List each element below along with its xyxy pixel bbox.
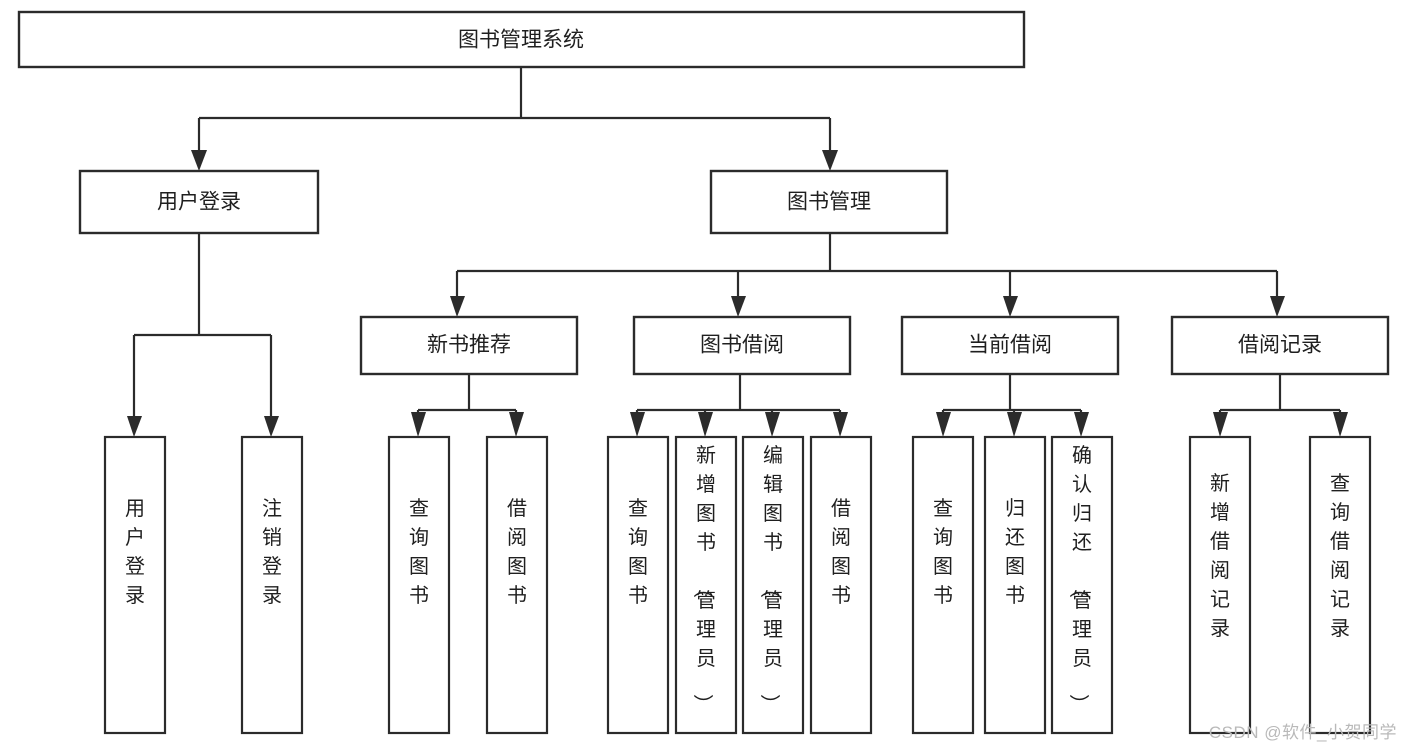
node-book-borrow-box[interactable]	[632, 315, 852, 376]
node-borrow-record-label: 借阅记录	[1238, 334, 1322, 357]
node-leaf-query-book-rec-label: 查询图书	[409, 497, 429, 607]
node-leaf-query-book-rec[interactable]: 查询图书	[387, 435, 451, 735]
node-leaf-query-borrow-record[interactable]: 查询借阅记录	[1308, 435, 1372, 735]
node-leaf-add-borrow-record[interactable]: 新增借阅记录	[1188, 435, 1252, 735]
arrow-user-login-leaf2	[264, 416, 279, 437]
node-new-book-recommend[interactable]: 新书推荐	[359, 315, 579, 376]
node-root-box[interactable]	[17, 10, 1026, 69]
node-leaf-borrow-book-rec[interactable]: 借阅图书	[485, 435, 549, 735]
node-borrow-record[interactable]: 借阅记录	[1170, 315, 1390, 376]
node-leaf-user-login-box[interactable]	[103, 435, 167, 735]
node-leaf-query-book-current[interactable]: 查询图书	[911, 435, 975, 735]
node-leaf-add-book-admin[interactable]: 新增图书（管理员）	[674, 435, 738, 735]
node-leaf-return-book-label: 归还图书	[1005, 497, 1025, 607]
node-book-management[interactable]: 图书管理	[709, 169, 949, 235]
node-book-management-label: 图书管理	[787, 191, 871, 214]
node-book-management-box[interactable]	[709, 169, 949, 235]
node-new-book-recommend-label: 新书推荐	[427, 334, 511, 357]
node-user-login-label: 用户登录	[157, 191, 241, 214]
node-book-borrow-label: 图书借阅	[700, 334, 784, 357]
node-book-borrow[interactable]: 图书借阅	[632, 315, 852, 376]
arrow-br-leaf1	[1213, 412, 1228, 437]
node-leaf-confirm-return-admin[interactable]: 确认归还（管理员）	[1050, 435, 1114, 735]
node-leaf-user-login[interactable]: 用户登录	[103, 435, 167, 735]
node-leaf-borrow-book[interactable]: 借阅图书	[809, 435, 873, 735]
csdn-watermark: CSDN @软件_小贺同学	[1208, 723, 1397, 742]
node-leaf-add-borrow-record-box[interactable]	[1188, 435, 1252, 735]
node-current-borrow-box[interactable]	[900, 315, 1120, 376]
arrow-bb-leaf1	[630, 412, 645, 437]
node-user-login[interactable]: 用户登录	[78, 169, 320, 235]
arrow-nbr-leaf1	[411, 412, 426, 437]
arrow-root-to-user-login	[191, 150, 207, 171]
node-leaf-add-book-admin-box[interactable]	[674, 435, 738, 735]
node-leaf-borrow-book-rec-box[interactable]	[485, 435, 549, 735]
node-leaf-borrow-book-label: 借阅图书	[831, 497, 851, 607]
node-leaf-add-borrow-record-label: 新增借阅记录	[1210, 472, 1230, 640]
connector-layer	[127, 67, 1348, 437]
arrow-bb-leaf2	[698, 412, 713, 437]
arrow-user-login-leaf1	[127, 416, 142, 437]
arrow-bb-leaf3	[765, 412, 780, 437]
node-leaf-add-book-admin-label: 新增图书（管理员）	[691, 444, 716, 714]
node-leaf-edit-book-admin-box[interactable]	[741, 435, 805, 735]
node-borrow-record-box[interactable]	[1170, 315, 1390, 376]
node-leaf-query-book-current-label: 查询图书	[933, 497, 953, 607]
node-root-label: 图书管理系统	[458, 29, 584, 52]
arrow-bm-to-new-book-recommend	[450, 296, 465, 317]
node-leaf-logout-login[interactable]: 注销登录	[240, 435, 304, 735]
node-new-book-recommend-box[interactable]	[359, 315, 579, 376]
node-root[interactable]: 图书管理系统	[17, 10, 1026, 69]
node-user-login-box[interactable]	[78, 169, 320, 235]
arrow-br-leaf2	[1333, 412, 1348, 437]
node-leaf-query-book-borrow-label: 查询图书	[628, 497, 648, 607]
node-leaf-user-login-label: 用户登录	[125, 498, 145, 607]
arrow-cb-leaf1	[936, 412, 951, 437]
node-leaf-query-book-borrow[interactable]: 查询图书	[606, 435, 670, 735]
node-leaf-query-borrow-record-box[interactable]	[1308, 435, 1372, 735]
node-leaf-confirm-return-admin-box[interactable]	[1050, 435, 1114, 735]
node-leaf-confirm-return-admin-label: 确认归还（管理员）	[1067, 444, 1092, 714]
node-leaf-logout-login-label: 注销登录	[262, 497, 282, 607]
arrow-root-to-book-management	[822, 150, 838, 171]
arrow-bm-to-book-borrow	[731, 296, 746, 317]
node-leaf-return-book[interactable]: 归还图书	[983, 435, 1047, 735]
node-leaf-borrow-book-box[interactable]	[809, 435, 873, 735]
arrow-bm-to-borrow-record	[1270, 296, 1285, 317]
node-leaf-logout-login-box[interactable]	[240, 435, 304, 735]
node-leaf-query-book-current-box[interactable]	[911, 435, 975, 735]
node-leaf-query-book-rec-box[interactable]	[387, 435, 451, 735]
node-leaf-borrow-book-rec-label: 借阅图书	[507, 497, 527, 607]
node-current-borrow[interactable]: 当前借阅	[900, 315, 1120, 376]
arrow-cb-leaf2	[1007, 412, 1022, 437]
arrow-bb-leaf4	[833, 412, 848, 437]
arrow-cb-leaf3	[1074, 412, 1089, 437]
arrow-bm-to-current-borrow	[1003, 296, 1018, 317]
node-leaf-query-book-borrow-box[interactable]	[606, 435, 670, 735]
node-leaf-edit-book-admin-label: 编辑图书（管理员）	[758, 444, 783, 714]
node-leaf-query-borrow-record-label: 查询借阅记录	[1330, 472, 1350, 640]
node-current-borrow-label: 当前借阅	[968, 334, 1052, 357]
node-layer: 图书管理系统 用户登录 图书管理 新书推荐 图书借阅	[17, 10, 1390, 735]
node-leaf-edit-book-admin[interactable]: 编辑图书（管理员）	[741, 435, 805, 735]
arrow-nbr-leaf2	[509, 412, 524, 437]
node-leaf-return-book-box[interactable]	[983, 435, 1047, 735]
